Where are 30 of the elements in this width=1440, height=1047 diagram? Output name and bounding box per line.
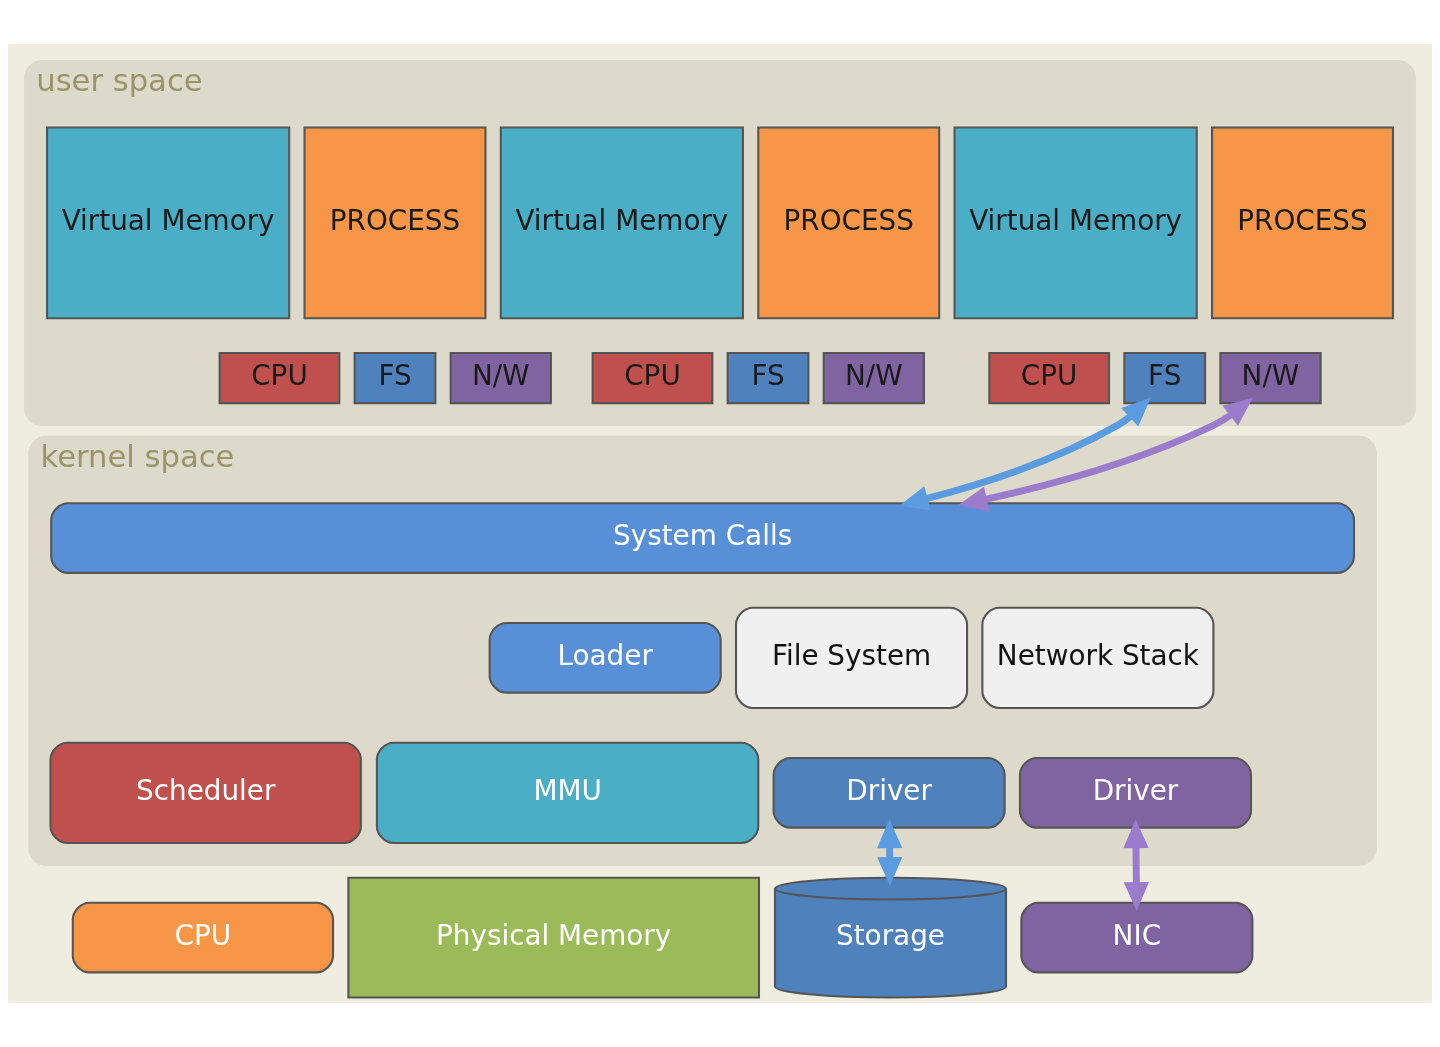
node-box: Driver <box>1018 757 1253 829</box>
arrow <box>877 819 903 886</box>
arrow <box>1123 819 1149 911</box>
node-box: PROCESS <box>757 126 941 320</box>
node-box: N/W <box>449 351 552 405</box>
node-box: Virtual Memory <box>46 126 291 320</box>
node-box: Scheduler <box>49 741 362 844</box>
node-box: CPU <box>71 901 335 974</box>
node-box: System Calls <box>50 502 1356 574</box>
arrow <box>899 397 1151 511</box>
node-box: PROCESS <box>1211 126 1394 320</box>
node-box: File System <box>734 606 969 709</box>
node-box: Network Stack <box>981 606 1215 709</box>
node-box: CPU <box>218 351 341 405</box>
node-box: FS <box>1123 351 1207 405</box>
node-box: CPU <box>988 351 1111 405</box>
node-box: N/W <box>822 351 925 405</box>
node-box: Driver <box>772 757 1006 829</box>
node-box: Virtual Memory <box>953 126 1198 320</box>
node-box: N/W <box>1219 351 1322 405</box>
node-box: FS <box>726 351 810 405</box>
node-box: NIC <box>1020 901 1254 974</box>
node-box: PROCESS <box>303 126 487 320</box>
node-box: Loader <box>488 621 722 694</box>
node-box: FS <box>353 351 437 405</box>
node-box: MMU <box>375 741 760 844</box>
node-box: Physical Memory <box>347 876 760 999</box>
node-box: Virtual Memory <box>499 126 744 320</box>
arrow <box>958 397 1253 512</box>
node-box: CPU <box>591 351 714 405</box>
